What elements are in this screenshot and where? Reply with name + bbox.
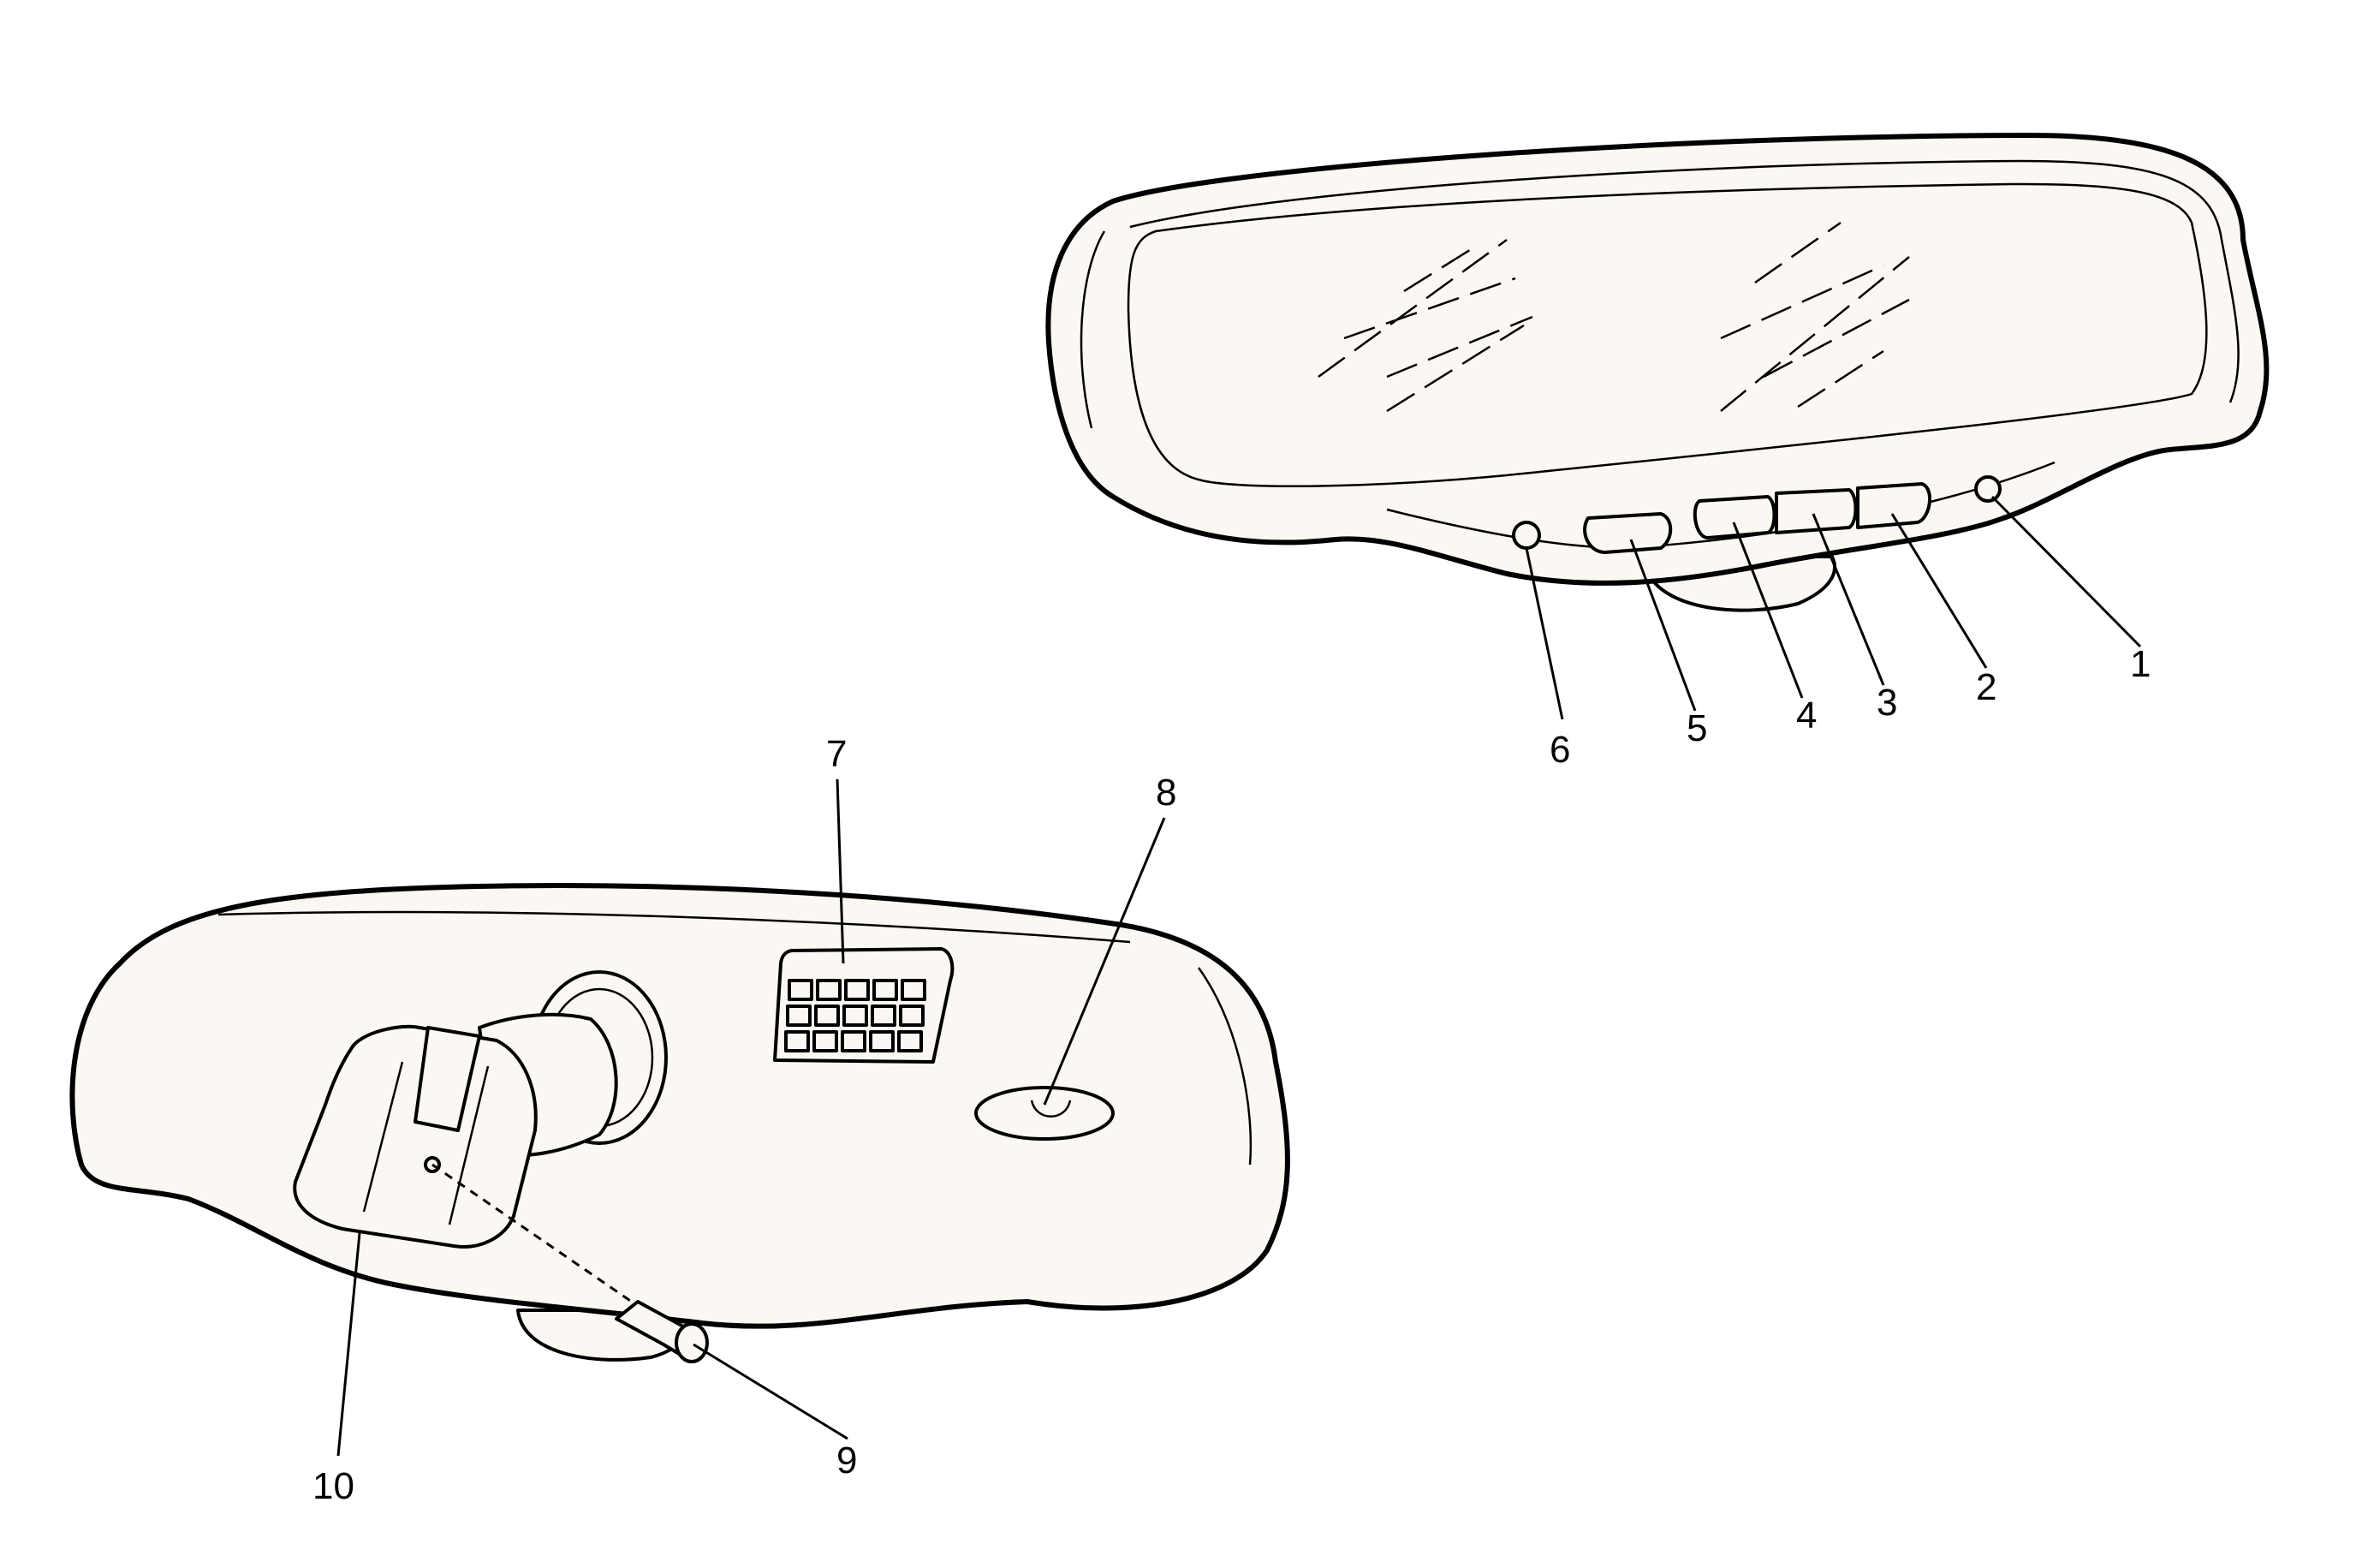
front-button-4 [1693, 495, 1776, 540]
front-indicator-right [1974, 475, 2002, 503]
rear-connector [773, 947, 955, 1064]
callout-9: 9 [836, 1440, 857, 1481]
callout-1: 1 [2130, 643, 2151, 685]
rear-mount-bracket [293, 1024, 538, 1249]
rear-light-sensor-lens [1030, 1100, 1072, 1118]
front-button-3 [1775, 488, 1858, 534]
rear-bracket-slot [414, 1026, 481, 1132]
rear-mirror [69, 883, 1290, 1363]
front-glass-reflection-right [1720, 221, 1910, 412]
front-glass-reflection-left [1318, 238, 1533, 413]
front-mirror-housing [1045, 133, 2270, 586]
rear-bracket-rail-left [362, 1061, 404, 1213]
callout-8: 8 [1156, 772, 1176, 814]
front-mirror-glass [1127, 182, 2208, 488]
callout-5: 5 [1687, 707, 1707, 749]
front-button-2 [1856, 482, 1932, 529]
rear-screw [431, 1163, 709, 1363]
callout-4: 4 [1796, 695, 1817, 736]
callout-2: 2 [1976, 666, 1996, 708]
callouts: 1 2 3 4 5 6 7 8 9 10 [312, 643, 2151, 1507]
rear-bracket-rail-right [448, 1065, 490, 1225]
front-button-5 [1583, 512, 1673, 554]
front-mirror [1045, 133, 2270, 612]
callout-7: 7 [826, 733, 847, 775]
rear-mirror-rim [217, 910, 1131, 944]
front-mirror-rim [1129, 159, 2240, 403]
callout-3: 3 [1877, 682, 1897, 724]
rear-mirror-rim-right [1197, 967, 1252, 1166]
connector-pins [784, 979, 926, 1052]
front-mirror-rim-left [1080, 230, 1106, 429]
callout-10: 10 [312, 1465, 354, 1507]
rear-light-sensor [974, 1086, 1115, 1141]
leader-lines [336, 495, 2142, 1457]
callout-6: 6 [1550, 729, 1570, 771]
front-indicator-left [1512, 521, 1541, 550]
